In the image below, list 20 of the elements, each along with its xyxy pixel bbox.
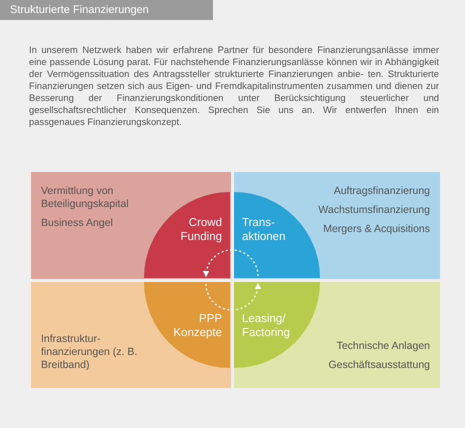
- quadrant-text: Mergers & Acquisitions: [322, 223, 430, 236]
- quadrant-text: Infrastruktur- finanzierungen (z. B. Breitband): [41, 333, 138, 372]
- title-bar: Strukturierte Finanzierungen: [0, 0, 213, 20]
- quadrant-text: Geschäftsausstattung: [327, 359, 430, 372]
- quadrant-panel: [234, 172, 440, 279]
- wedge-label: Leasing/ Factoring: [242, 312, 291, 340]
- intro-paragraph: In unserem Netzwerk haben wir erfahrene Partner für besondere Finanzierungsanlässe immer eine passende Lösung parat. Für nachstehende Finanzierungsanlässe können wir in Abhängigkeit der Vermögenssituation des Antragssteller strukturierte Finanzierungen anbie- ten. Strukturierte Finanzierungen setzen sich aus Eigen- und Fremdkapitalinstrumenten zusammen und dienen zur Besserung der Finanzierungskonditionen unter Berücksichtigung steuerlicher und gesellschaftsrechtlicher Konsequenzen. Sprechen Sie uns an. Wir entwerfen Ihnen ein passgenaues Finanzierungskonzept.: [29, 44, 439, 128]
- wedge-label: Crowd Funding: [179, 216, 222, 244]
- curved-arrow: [205, 282, 261, 311]
- quadrant-text: Auftragsfinanzierung: [332, 185, 430, 198]
- quadrant-text: Technische Anlagen: [336, 340, 430, 353]
- curved-arrow: [203, 249, 259, 278]
- quadrant-panel: [31, 172, 231, 279]
- quadrant-panel: [234, 282, 440, 388]
- quadrant-text: Vermittlung von Beteiligungskapital: [41, 185, 130, 211]
- wedge-label: Trans- aktionen: [242, 216, 286, 244]
- quadrant-text: Wachstumsfinanzierung: [317, 204, 430, 217]
- quadrant-panel: [31, 282, 231, 388]
- quadrant-text: Business Angel: [41, 217, 114, 230]
- wedge-label: PPP Konzepte: [172, 312, 222, 340]
